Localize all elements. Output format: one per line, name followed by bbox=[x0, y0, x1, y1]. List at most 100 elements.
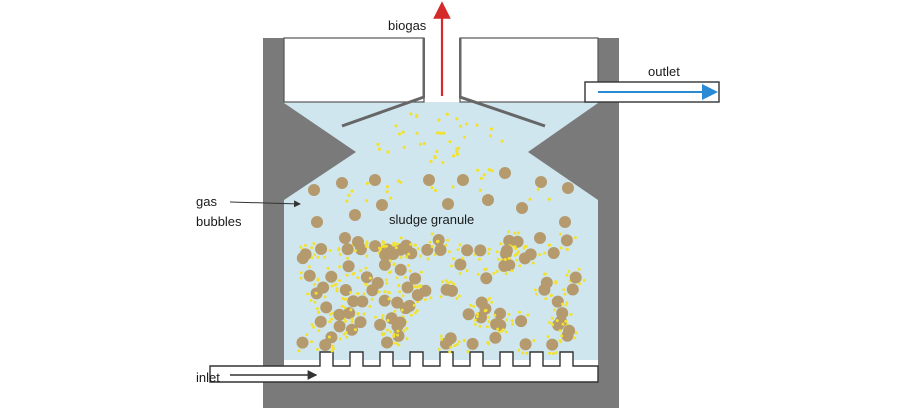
sludge-granule bbox=[494, 307, 506, 320]
gas-bubble bbox=[435, 149, 439, 154]
gas-bubble bbox=[317, 329, 321, 333]
gas-bubble bbox=[359, 269, 363, 273]
gas-bubble bbox=[388, 259, 392, 262]
gas-bubble bbox=[433, 155, 437, 159]
gas-bubble bbox=[544, 297, 548, 301]
gas-bubble bbox=[455, 150, 459, 154]
sludge-granule bbox=[462, 308, 475, 321]
gas-bubble bbox=[299, 276, 303, 280]
sludge-granule bbox=[498, 259, 511, 272]
gas-bubble bbox=[490, 300, 494, 304]
gas-bubble bbox=[507, 312, 511, 316]
sludge-granule bbox=[556, 307, 569, 320]
gas-bubble bbox=[548, 321, 551, 324]
gas-bubble bbox=[343, 306, 347, 310]
gas-bubble bbox=[377, 290, 381, 294]
gas-bubble bbox=[415, 309, 419, 313]
gas-bubble bbox=[397, 343, 401, 347]
gas-bubble bbox=[310, 323, 314, 326]
gas-bubble bbox=[310, 340, 313, 344]
sludge-granule bbox=[325, 270, 338, 283]
gas-bubble bbox=[487, 168, 491, 172]
gas-bubble bbox=[465, 122, 469, 126]
gas-bubble bbox=[315, 347, 319, 351]
sludge-granule bbox=[394, 263, 407, 276]
gas-bubble bbox=[452, 154, 456, 158]
gas-bubble bbox=[549, 293, 553, 297]
gas-bubble bbox=[402, 145, 406, 149]
gas-bubble bbox=[409, 112, 413, 116]
gas-bubble bbox=[495, 250, 499, 254]
gas-bubble bbox=[407, 252, 411, 256]
sludge-granule bbox=[551, 295, 564, 308]
gas-bubble bbox=[430, 185, 434, 190]
gas-bubble bbox=[422, 141, 426, 146]
gas-bubble bbox=[551, 323, 554, 327]
gas-bubble bbox=[554, 351, 558, 355]
sludge-granule bbox=[562, 182, 574, 194]
sludge-granule bbox=[474, 244, 487, 257]
gas-bubble bbox=[466, 350, 470, 354]
gas-bubble bbox=[558, 232, 562, 236]
gas-bubble bbox=[351, 272, 355, 276]
gas-bubble bbox=[573, 236, 577, 240]
gas-bubble bbox=[299, 271, 303, 275]
sludge-granule bbox=[569, 271, 582, 284]
gas-bubble bbox=[437, 347, 441, 351]
gas-bubble bbox=[399, 236, 403, 240]
sludge-granule bbox=[519, 338, 532, 351]
sludge-granule bbox=[381, 336, 393, 349]
gas-bubble bbox=[306, 292, 310, 296]
gas-bubble bbox=[577, 267, 581, 271]
gas-bubble bbox=[395, 276, 399, 280]
gas-bubble bbox=[453, 344, 457, 348]
gas-bubble bbox=[400, 308, 404, 312]
gas-bubble bbox=[435, 240, 439, 244]
gas-bubble bbox=[365, 254, 369, 258]
gas-bubble bbox=[532, 339, 536, 342]
gas-bubble bbox=[364, 282, 368, 286]
sludge-granule bbox=[499, 167, 511, 179]
sludge-granule bbox=[341, 243, 354, 256]
gas-bubble bbox=[478, 324, 482, 328]
gas-bubble bbox=[310, 246, 314, 250]
gas-bubble bbox=[364, 266, 368, 270]
gas-bubble bbox=[485, 325, 489, 329]
gas-bubble bbox=[309, 298, 313, 302]
gas-bubble bbox=[315, 307, 319, 311]
gas-bubble bbox=[567, 270, 571, 273]
gas-bubble bbox=[330, 349, 334, 353]
label-sludge-granule: sludge granule bbox=[389, 212, 474, 227]
gas-bubble bbox=[533, 288, 537, 292]
sludge-granule bbox=[303, 269, 316, 282]
gas-bubble bbox=[569, 313, 573, 316]
gas-bubble bbox=[561, 302, 564, 306]
gas-bubble bbox=[441, 131, 446, 135]
sludge-granule bbox=[540, 276, 553, 289]
gas-bubble bbox=[335, 287, 339, 291]
sludge-granule bbox=[442, 198, 454, 210]
gas-bubble bbox=[382, 241, 386, 245]
gas-bubble bbox=[469, 303, 473, 307]
gas-bubble bbox=[507, 256, 511, 260]
gas-bubble bbox=[452, 257, 455, 261]
gas-bubble bbox=[392, 262, 396, 266]
gas-bubble bbox=[457, 340, 461, 344]
gas-bubble bbox=[455, 343, 459, 347]
gas-bubble bbox=[312, 242, 316, 246]
sludge-granule bbox=[444, 332, 457, 345]
gas-bubble bbox=[346, 256, 350, 260]
gas-bubble bbox=[393, 309, 397, 313]
gas-bubble bbox=[347, 193, 351, 197]
sludge-granule bbox=[345, 323, 358, 336]
gas-bubble bbox=[305, 333, 309, 337]
gas-bubble bbox=[493, 313, 497, 317]
sludge-granule bbox=[457, 174, 469, 186]
gas-bubble bbox=[458, 272, 462, 275]
gas-bubble bbox=[504, 330, 508, 334]
gas-bubble bbox=[450, 264, 453, 268]
gas-bubble bbox=[562, 288, 566, 292]
gas-bubble bbox=[489, 127, 494, 131]
gas-bubble bbox=[331, 344, 335, 348]
gas-bubble bbox=[496, 257, 500, 261]
